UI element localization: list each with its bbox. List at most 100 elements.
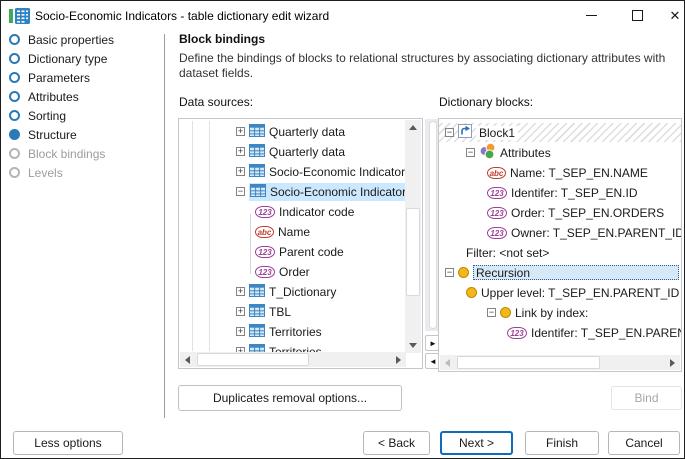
tree-item[interactable]: −Socio-Economic Indicators xyxy=(179,182,422,201)
tree-item[interactable]: 123 Identifer: T_SEP_EN.ID xyxy=(439,183,681,202)
arrow-right-icon xyxy=(670,358,675,367)
scroll-right-button[interactable] xyxy=(665,355,680,370)
sidebar-step-block-bindings: Block bindings xyxy=(1,144,159,163)
minimize-icon xyxy=(585,15,597,16)
step-label: Block bindings xyxy=(28,146,106,161)
tree-item[interactable]: +Quarterly data xyxy=(179,122,422,141)
collapse-minus-icon[interactable]: − xyxy=(487,307,496,317)
table-icon xyxy=(249,283,265,300)
table-icon xyxy=(249,123,265,140)
back-button[interactable]: < Back xyxy=(363,431,430,455)
bind-button[interactable]: Bind xyxy=(611,386,682,410)
close-button[interactable]: ✕ xyxy=(659,1,685,30)
sidebar-step-structure[interactable]: Structure xyxy=(1,125,159,144)
data-sources-tree: +Quarterly data+Quarterly data+Socio-Eco… xyxy=(179,119,422,368)
tree-item[interactable]: −Block1 xyxy=(439,123,681,142)
table-icon xyxy=(249,143,265,160)
step-circle-icon xyxy=(9,91,20,102)
panel-splitter[interactable] xyxy=(425,119,441,331)
expand-plus-icon[interactable]: + xyxy=(236,166,245,176)
less-options-button[interactable]: Less options xyxy=(13,431,123,455)
collapse-minus-icon[interactable]: − xyxy=(236,186,245,196)
sidebar-step-dictionary-type[interactable]: Dictionary type xyxy=(1,49,159,68)
expand-plus-icon[interactable]: + xyxy=(236,146,245,156)
collapse-minus-icon[interactable]: − xyxy=(466,147,475,157)
tree-item[interactable]: +T_Dictionary xyxy=(179,282,422,301)
cancel-button[interactable]: Cancel xyxy=(608,431,680,455)
scrollbar-thumb[interactable] xyxy=(197,353,309,366)
tree-item-label: Identifer: T_SEP_EN.ID xyxy=(511,185,638,200)
collapse-minus-icon[interactable]: − xyxy=(445,127,454,137)
tree-item[interactable]: + Quarterly data xyxy=(179,142,422,161)
scroll-left-button[interactable] xyxy=(180,352,195,367)
tree-item[interactable]: − Link by index: xyxy=(439,303,681,322)
block-icon xyxy=(458,124,472,141)
tree-item[interactable]: abc Name: T_SEP_EN.NAME xyxy=(439,163,681,182)
recursion-node-icon xyxy=(500,307,511,318)
step-circle-icon xyxy=(9,110,20,121)
sidebar-step-parameters[interactable]: Parameters xyxy=(1,68,159,87)
minimize-button[interactable] xyxy=(575,1,607,30)
sidebar-step-basic-properties[interactable]: Basic properties xyxy=(1,30,159,49)
step-circle-icon xyxy=(9,129,20,140)
tree-item[interactable]: Filter: <not set> xyxy=(439,243,681,262)
tree-item-label: Link by index: xyxy=(515,305,589,320)
page-description: Define the bindings of blocks to relatio… xyxy=(179,51,666,80)
numeric-attribute-icon: 123 xyxy=(487,186,507,199)
expand-plus-icon[interactable]: + xyxy=(236,326,245,336)
finish-button[interactable]: Finish xyxy=(525,431,599,455)
table-icon xyxy=(250,183,266,200)
text-attribute-icon: abc xyxy=(255,225,274,238)
scroll-right-button[interactable] xyxy=(391,352,406,367)
tree-item-label: Upper level: T_SEP_EN.PARENT_ID xyxy=(481,285,680,300)
duplicates-removal-options-button[interactable]: Duplicates removal options... xyxy=(178,385,402,411)
numeric-attribute-icon: 123 xyxy=(255,205,275,218)
arrow-up-icon xyxy=(408,125,417,130)
tree-item[interactable]: −Attributes xyxy=(439,142,681,162)
sidebar-separator xyxy=(164,34,165,418)
vertical-scrollbar[interactable] xyxy=(405,120,421,353)
tree-item[interactable]: +Territories xyxy=(179,322,422,341)
scroll-down-button[interactable] xyxy=(405,338,420,353)
maximize-button[interactable] xyxy=(621,1,653,30)
tree-item-label: Quarterly data xyxy=(269,144,346,159)
sidebar-step-attributes[interactable]: Attributes xyxy=(1,87,159,106)
collapse-minus-icon[interactable]: − xyxy=(445,267,454,277)
tree-item-label: TBL xyxy=(269,304,292,319)
scroll-up-button[interactable] xyxy=(405,120,420,135)
tree-item[interactable]: Upper level: T_SEP_EN.PARENT_ID xyxy=(439,283,681,302)
tree-item[interactable]: +Socio-Economic Indicators xyxy=(179,162,422,181)
next-button[interactable]: Next > xyxy=(440,431,513,455)
text-attribute-icon: abc xyxy=(487,166,506,179)
expand-plus-icon[interactable]: + xyxy=(236,286,245,296)
splitter-handle xyxy=(429,121,437,329)
expand-plus-icon[interactable]: + xyxy=(236,306,245,316)
tree-item[interactable]: 123 Parent code xyxy=(179,242,422,261)
horizontal-scrollbar[interactable] xyxy=(180,352,406,367)
tree-item-label: Parent code xyxy=(279,244,344,259)
horizontal-scrollbar[interactable] xyxy=(440,355,680,370)
scroll-left-button[interactable] xyxy=(440,355,455,370)
expand-plus-icon[interactable]: + xyxy=(236,126,245,136)
step-circle-icon xyxy=(9,34,20,45)
dictionary-blocks-label: Dictionary blocks: xyxy=(439,95,534,109)
scrollbar-thumb[interactable] xyxy=(406,208,420,296)
dictionary-blocks-tree: −Block1−Attributes abc Name: T_SEP_EN.NAME… xyxy=(439,119,681,371)
tree-item[interactable]: −Recursion xyxy=(439,263,681,282)
scrollbar-thumb[interactable] xyxy=(457,356,600,369)
tree-item[interactable]: + TBL xyxy=(179,302,422,321)
step-circle-icon xyxy=(9,148,20,159)
step-label: Attributes xyxy=(28,89,79,104)
tree-item-label: Name: T_SEP_EN.NAME xyxy=(510,165,648,180)
numeric-attribute-icon: 123 xyxy=(255,245,275,258)
sidebar-step-sorting[interactable]: Sorting xyxy=(1,106,159,125)
step-label: Structure xyxy=(28,127,77,142)
tree-item-label: Order: T_SEP_EN.ORDERS xyxy=(511,205,665,220)
